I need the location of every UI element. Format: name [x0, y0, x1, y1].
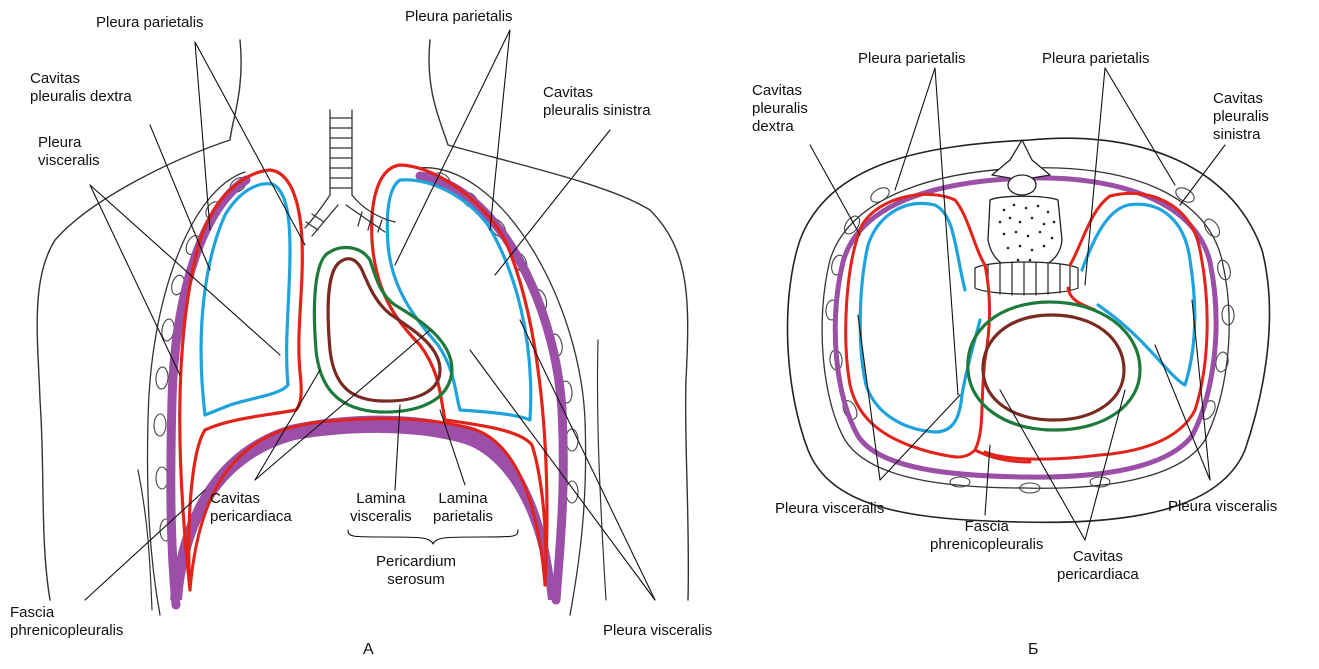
label-a-cavitas-pleuralis-sinistra: Cavitas pleuralis sinistra	[543, 84, 651, 120]
arm-line-right	[597, 340, 606, 600]
trachea	[305, 110, 395, 236]
label-a-pleura-visceralis: Pleura visceralis	[38, 134, 100, 170]
panel-b-leaders	[810, 68, 1225, 540]
label-b-pleura-parietalis-left: Pleura parietalis	[858, 50, 966, 68]
label-a-pleura-visceralis-bottom: Pleura visceralis	[603, 622, 712, 640]
panel-a-letter: А	[363, 641, 374, 659]
panel-b-visceral-left	[860, 203, 980, 432]
label-b-cavitas-pericardiaca: Cavitas pericardiaca	[1057, 548, 1139, 584]
label-b-cavitas-pleuralis-dextra: Cavitas pleuralis dextra	[752, 82, 808, 136]
label-a-pleura-parietalis-top: Pleura parietalis	[405, 8, 513, 26]
panel-b-parietal-left	[846, 194, 990, 457]
label-a-fascia-phrenicopleuralis: Fascia phrenicopleuralis	[10, 604, 123, 640]
panel-b-pericardium-green	[968, 302, 1140, 430]
label-a-pericardium-serosum: Pericardium serosum	[376, 553, 456, 589]
label-a-cavitas-pleuralis-dextra: Cavitas pleuralis dextra	[30, 70, 132, 106]
esophagus-block	[975, 262, 1078, 295]
label-a-cavitas-pericardiaca: Cavitas pericardiaca	[210, 490, 292, 526]
pericardium-visceral-brown	[328, 259, 440, 401]
pericardium-brace	[348, 530, 518, 544]
panel-b-pericardium-brown	[983, 315, 1124, 420]
label-b-pleura-visceralis-left: Pleura visceralis	[775, 500, 884, 518]
vertebra	[988, 140, 1062, 270]
label-b-pleura-visceralis-right: Pleura visceralis	[1168, 498, 1277, 516]
label-b-pleura-parietalis-right: Pleura parietalis	[1042, 50, 1150, 68]
label-a-pleura-parietalis-left: Pleura parietalis	[96, 14, 204, 32]
panel-b-drawing	[788, 68, 1270, 540]
label-a-lamina-visceralis: Lamina visceralis	[350, 490, 412, 526]
label-b-cavitas-pleuralis-sinistra: Cavitas pleuralis sinistra	[1213, 90, 1269, 144]
label-a-lamina-parietalis: Lamina parietalis	[433, 490, 493, 526]
label-b-fascia-phrenicopleuralis: Fascia phrenicopleuralis	[930, 518, 1043, 554]
panel-b-letter: Б	[1028, 641, 1039, 659]
